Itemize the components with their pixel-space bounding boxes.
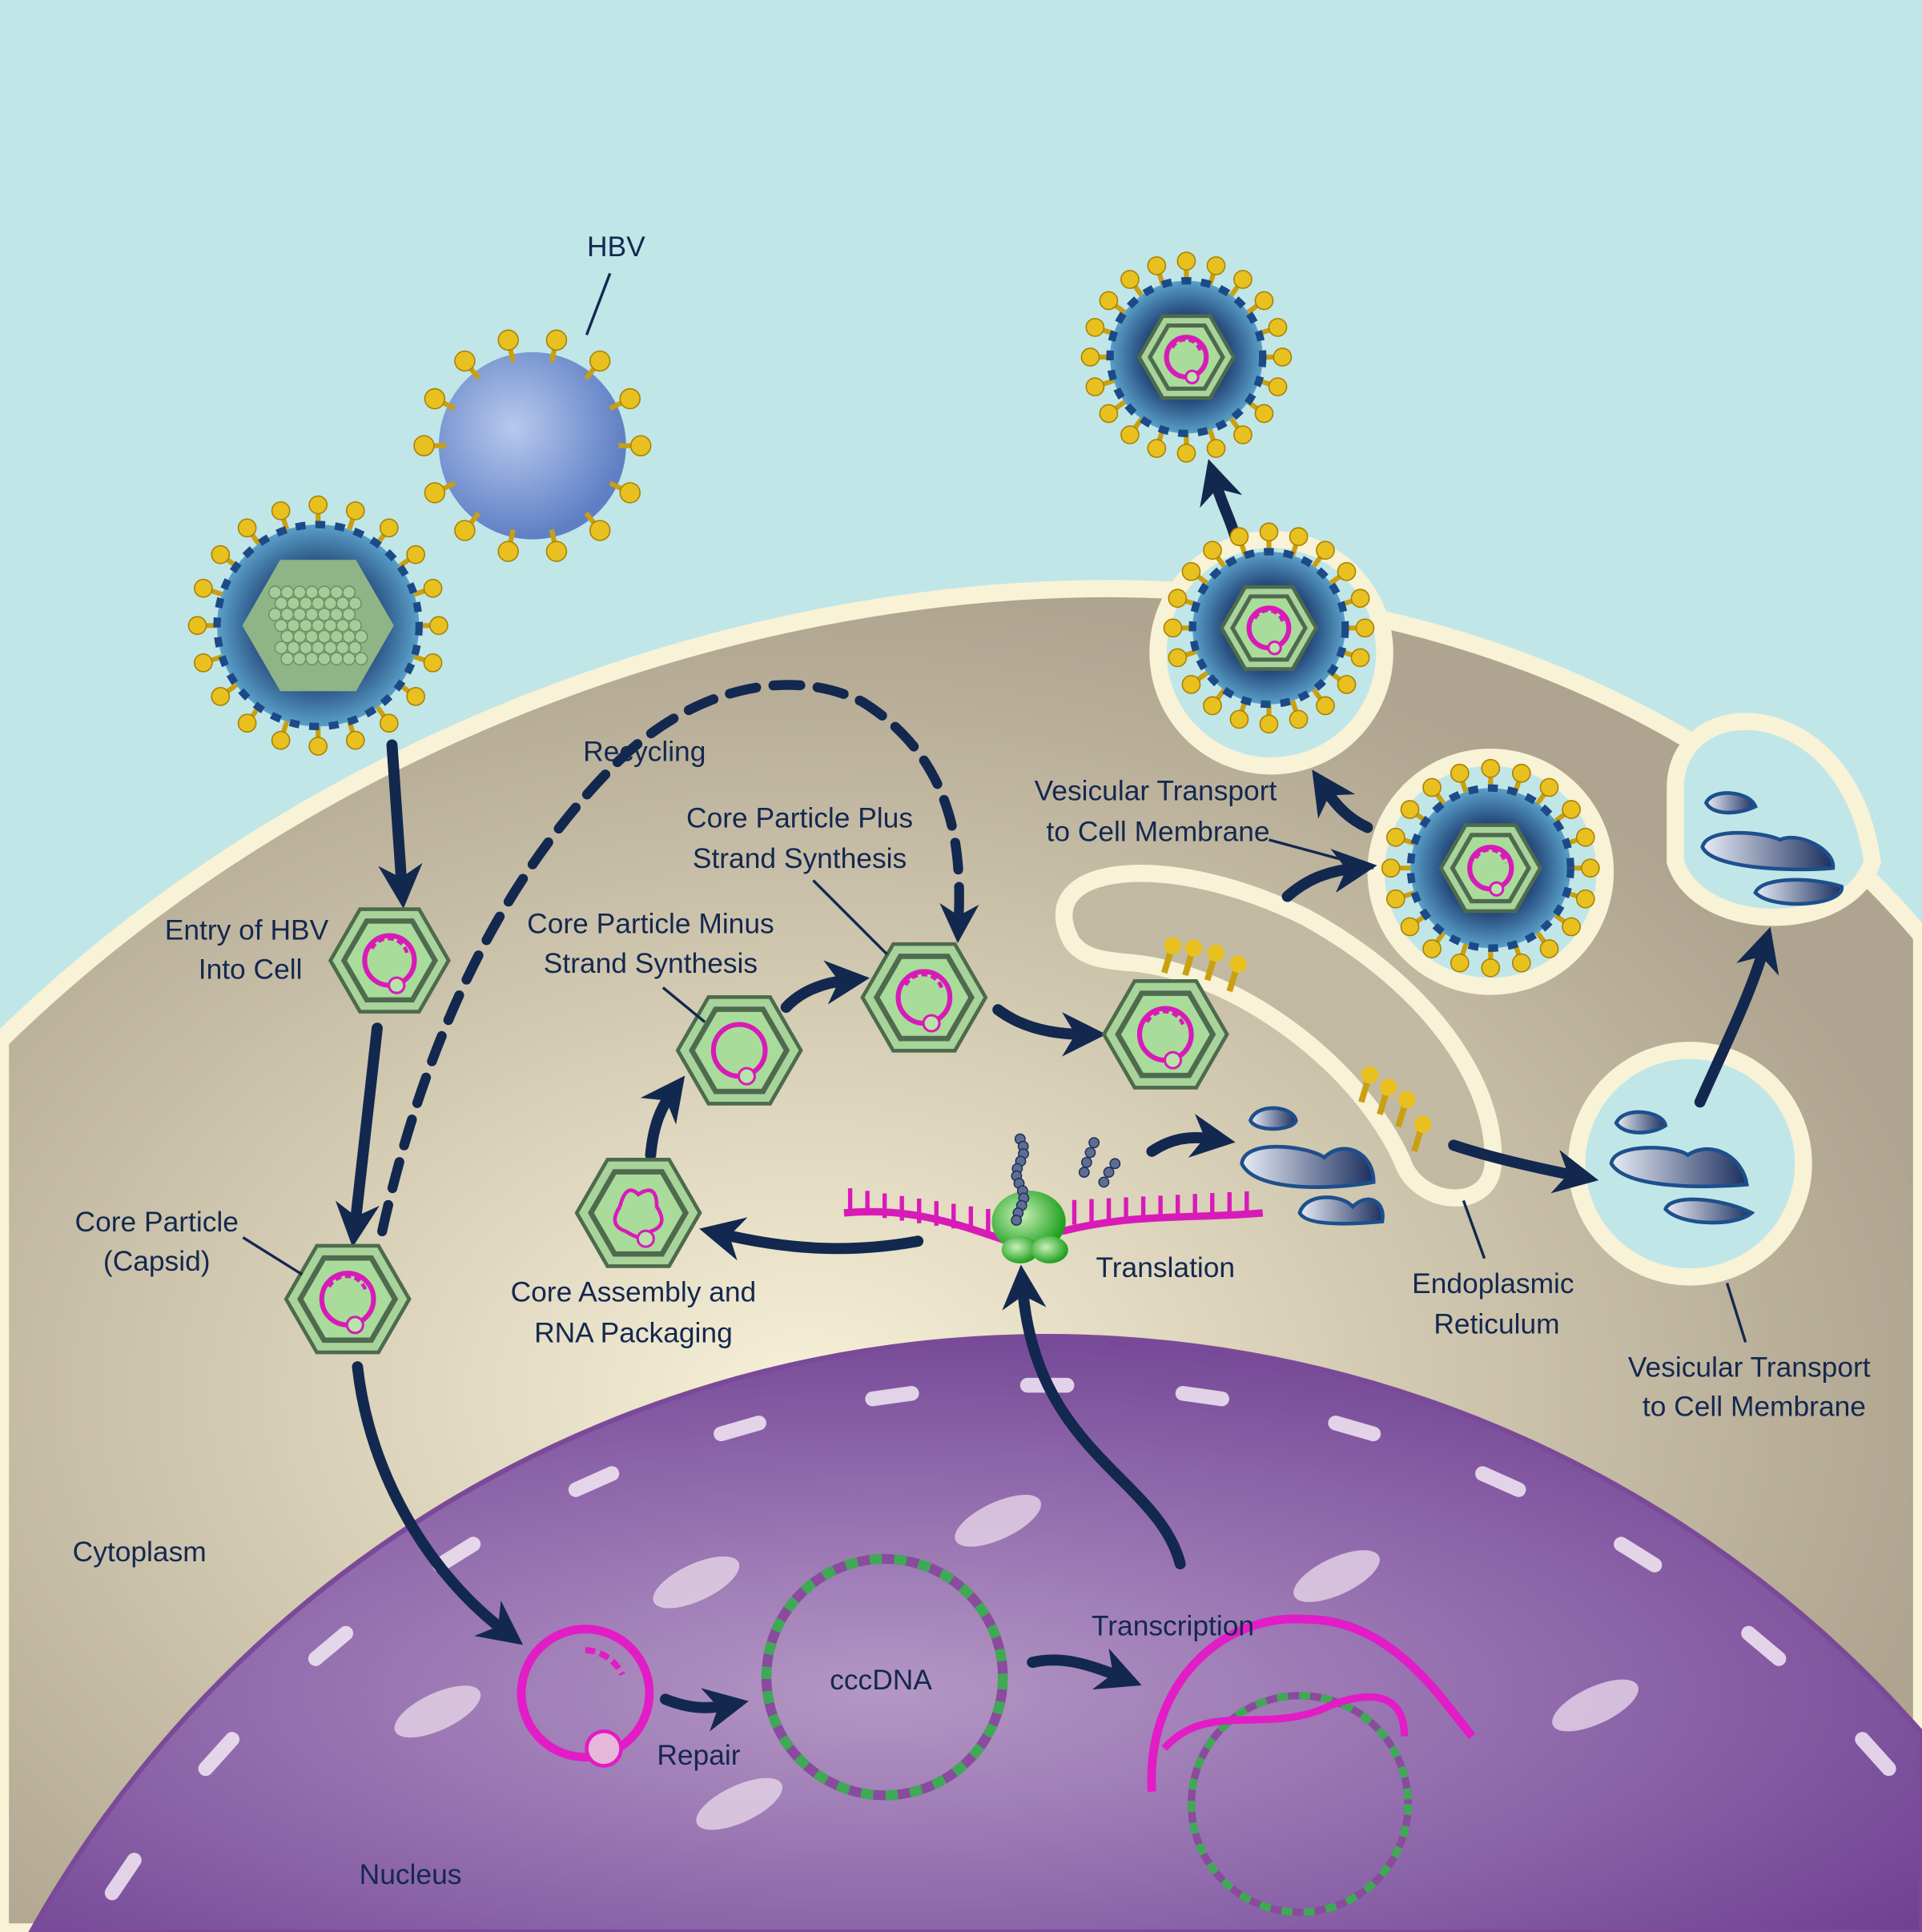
label-repair: Repair — [657, 1740, 740, 1771]
capsid-core-particle — [283, 1243, 412, 1355]
capsid-entry — [328, 907, 451, 1014]
hbv-virion-sphere — [413, 329, 652, 562]
label-hbv: HBV — [587, 231, 645, 263]
hbv-virion-budding — [1163, 522, 1375, 734]
er-surface-proteins — [1161, 937, 1432, 1153]
label-transcription: Transcription — [1092, 1610, 1254, 1641]
nuclear-pores — [104, 1377, 1896, 1901]
label-nucleus: Nucleus — [360, 1859, 462, 1890]
label-core-particle: Core Particle(Capsid) — [75, 1207, 239, 1277]
hbv-virion-in-vesicle-capsid — [1438, 823, 1542, 914]
capsid-minus-strand — [675, 994, 803, 1106]
transcription-bubble — [1147, 1614, 1476, 1917]
label-translation: Translation — [1096, 1252, 1235, 1283]
rcdna — [517, 1625, 654, 1768]
ribosome — [991, 1191, 1068, 1263]
pathway-arrows — [335, 459, 1779, 1732]
hbv-virion-budding-capsid — [1219, 584, 1319, 671]
capsid-rna-packaging — [574, 1157, 702, 1268]
label-cccdna: cccDNA — [830, 1665, 932, 1696]
label-cytoplasm: Cytoplasm — [73, 1536, 207, 1568]
capsid-plus-strand — [860, 942, 988, 1053]
surface-protein-particles — [1240, 791, 1844, 1226]
label-recycling: Recycling — [583, 736, 706, 767]
hbv-virion-released — [1080, 251, 1293, 463]
mrna-translation — [843, 1133, 1264, 1263]
hbv-virion-entering — [187, 495, 448, 756]
capsid-envelopment — [1101, 978, 1229, 1090]
cccdna-circle — [761, 1553, 1008, 1801]
nucleus — [28, 1334, 1922, 1932]
hbv-virion-released-capsid — [1136, 314, 1236, 400]
hbv-virion-in-vesicle — [1381, 758, 1600, 978]
